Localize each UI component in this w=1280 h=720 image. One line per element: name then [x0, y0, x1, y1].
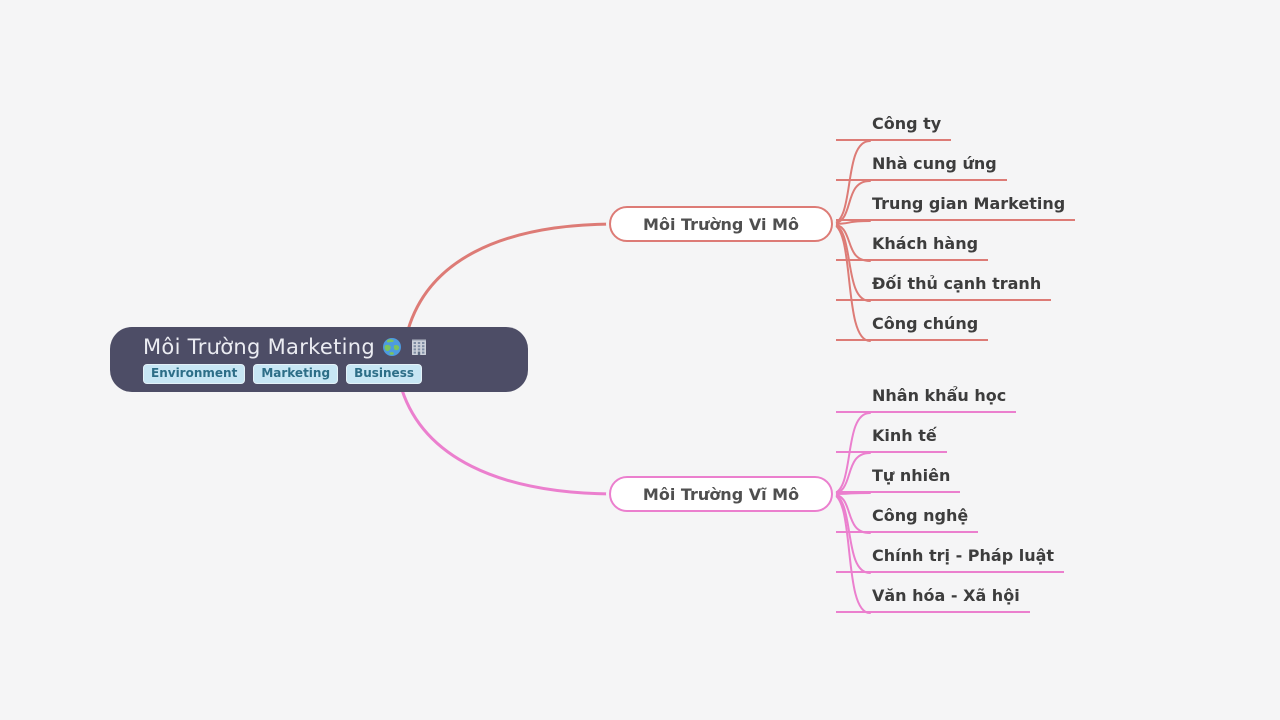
branch-curve-micro	[406, 222, 614, 332]
tag-badge: Business	[346, 364, 422, 384]
tag-badge: Environment	[143, 364, 246, 384]
globe-icon	[382, 337, 402, 357]
leaf-node[interactable]: Đối thủ cạnh tranh	[836, 274, 1052, 301]
leaf-node[interactable]: Chính trị - Pháp luật	[836, 546, 1065, 573]
leaf-node[interactable]: Trung gian Marketing	[836, 194, 1076, 221]
leaf-node[interactable]: Kinh tế	[836, 426, 947, 453]
leaf-node[interactable]: Văn hóa - Xã hội	[836, 586, 1030, 613]
branch-node-micro-environment[interactable]: Môi Trường Vi Mô	[609, 206, 833, 242]
leaf-node[interactable]: Khách hàng	[836, 234, 989, 261]
leaf-node[interactable]: Nhân khẩu học	[836, 386, 1017, 413]
branch-node-macro-environment[interactable]: Môi Trường Vĩ Mô	[609, 476, 833, 512]
leaf-node[interactable]: Công chúng	[836, 314, 989, 341]
leaf-node[interactable]: Tự nhiên	[836, 466, 961, 493]
leaf-curve	[830, 493, 871, 614]
leaf-curve	[830, 223, 871, 342]
root-node[interactable]: Môi Trường Marketing	[110, 327, 528, 392]
leaf-curve	[830, 180, 871, 225]
leaf-node[interactable]: Công ty	[836, 114, 952, 141]
branch-curve-macro	[400, 388, 614, 496]
tag-badge: Marketing	[253, 364, 339, 384]
root-title: Môi Trường Marketing	[143, 335, 375, 359]
leaf-node[interactable]: Công nghệ	[836, 506, 979, 533]
leaf-curve	[830, 412, 871, 495]
leaf-node[interactable]: Nhà cung ứng	[836, 154, 1007, 181]
office-building-icon	[409, 337, 429, 357]
root-tags: Environment Marketing Business	[143, 364, 514, 384]
leaf-curve	[830, 492, 871, 495]
